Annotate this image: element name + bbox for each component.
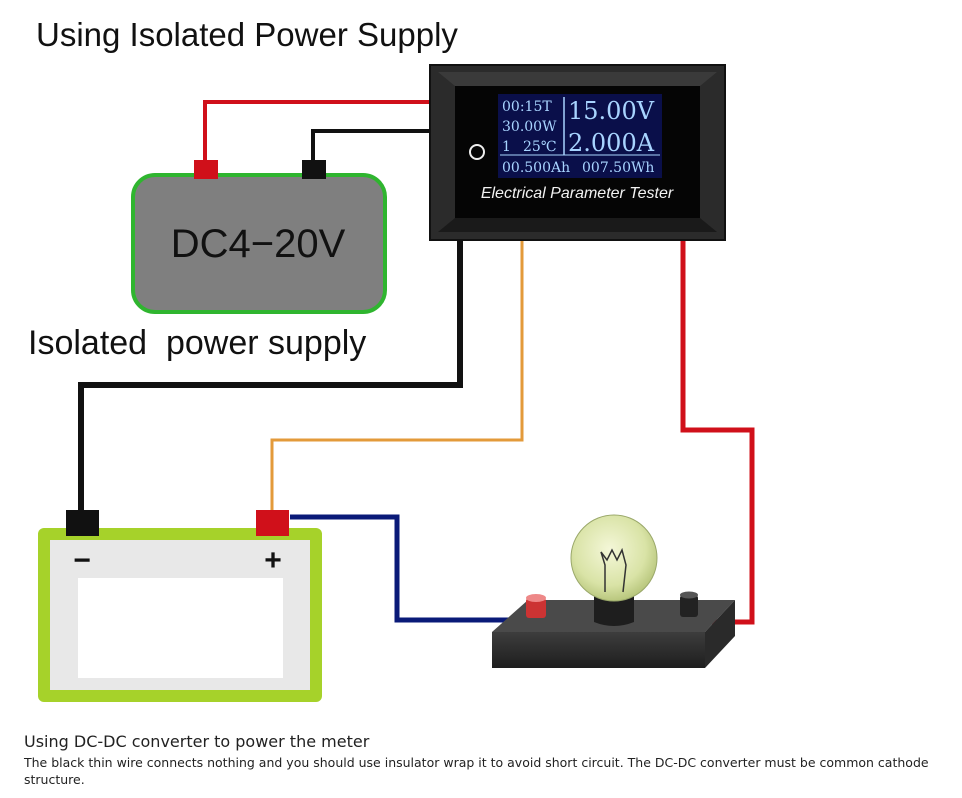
battery-positive-blue-wire <box>290 514 528 623</box>
bulb-socket <box>594 592 634 626</box>
wiring-diagram: Using Isolated Power Supply DC4−20V Isol… <box>28 16 755 702</box>
battery-negative-terminal <box>66 510 99 536</box>
diagram-title: Using Isolated Power Supply <box>36 16 458 53</box>
battery-negative-wire <box>78 238 463 512</box>
lcd-time: 00:15T <box>502 99 552 115</box>
isolated-power-supply: DC4−20V <box>131 160 387 314</box>
meter-button-icon <box>469 144 485 160</box>
lcd-voltage: 15.00V <box>568 97 655 125</box>
supply-negative-terminal <box>302 160 326 179</box>
bulb-base-front <box>492 632 705 668</box>
battery-positive-terminal <box>256 510 289 536</box>
bulb-filament <box>600 547 627 593</box>
power-supply-caption: Isolated power supply <box>28 324 366 362</box>
bulb-red-terminal <box>526 598 546 618</box>
battery-negative-sign: − <box>73 544 91 577</box>
battery: − + <box>38 510 322 702</box>
battery-positive-sign: + <box>264 544 282 577</box>
battery-panel <box>78 578 283 678</box>
lcd-current: 2.000A <box>568 129 655 157</box>
light-bulb-load <box>492 514 735 668</box>
supply-positive-wire <box>203 100 432 165</box>
electrical-parameter-tester: 00:15T 30.00W 1 25℃ 15.00V 2.000A 00.500… <box>429 64 726 241</box>
supply-positive-terminal <box>194 160 218 179</box>
bulb-black-terminal <box>680 595 698 617</box>
supply-voltage-label: DC4−20V <box>171 222 346 266</box>
lcd-channel: 1 <box>502 139 511 155</box>
supply-negative-wire <box>311 129 432 160</box>
lcd-capacity: 00.500Ah <box>502 160 570 176</box>
lcd-power: 30.00W <box>502 119 557 135</box>
lcd-energy: 007.50Wh <box>582 160 654 176</box>
caption-title: Using DC-DC converter to power the meter <box>24 732 370 751</box>
lcd-screen <box>498 94 662 178</box>
bulb-icon <box>570 514 658 602</box>
power-supply-body <box>131 173 387 314</box>
caption-body: The black thin wire connects nothing and… <box>24 755 929 787</box>
lcd-temperature: 25℃ <box>523 139 556 155</box>
load-red-wire <box>680 240 755 625</box>
sense-orange-wire <box>270 240 524 512</box>
meter-label: Electrical Parameter Tester <box>481 185 674 202</box>
